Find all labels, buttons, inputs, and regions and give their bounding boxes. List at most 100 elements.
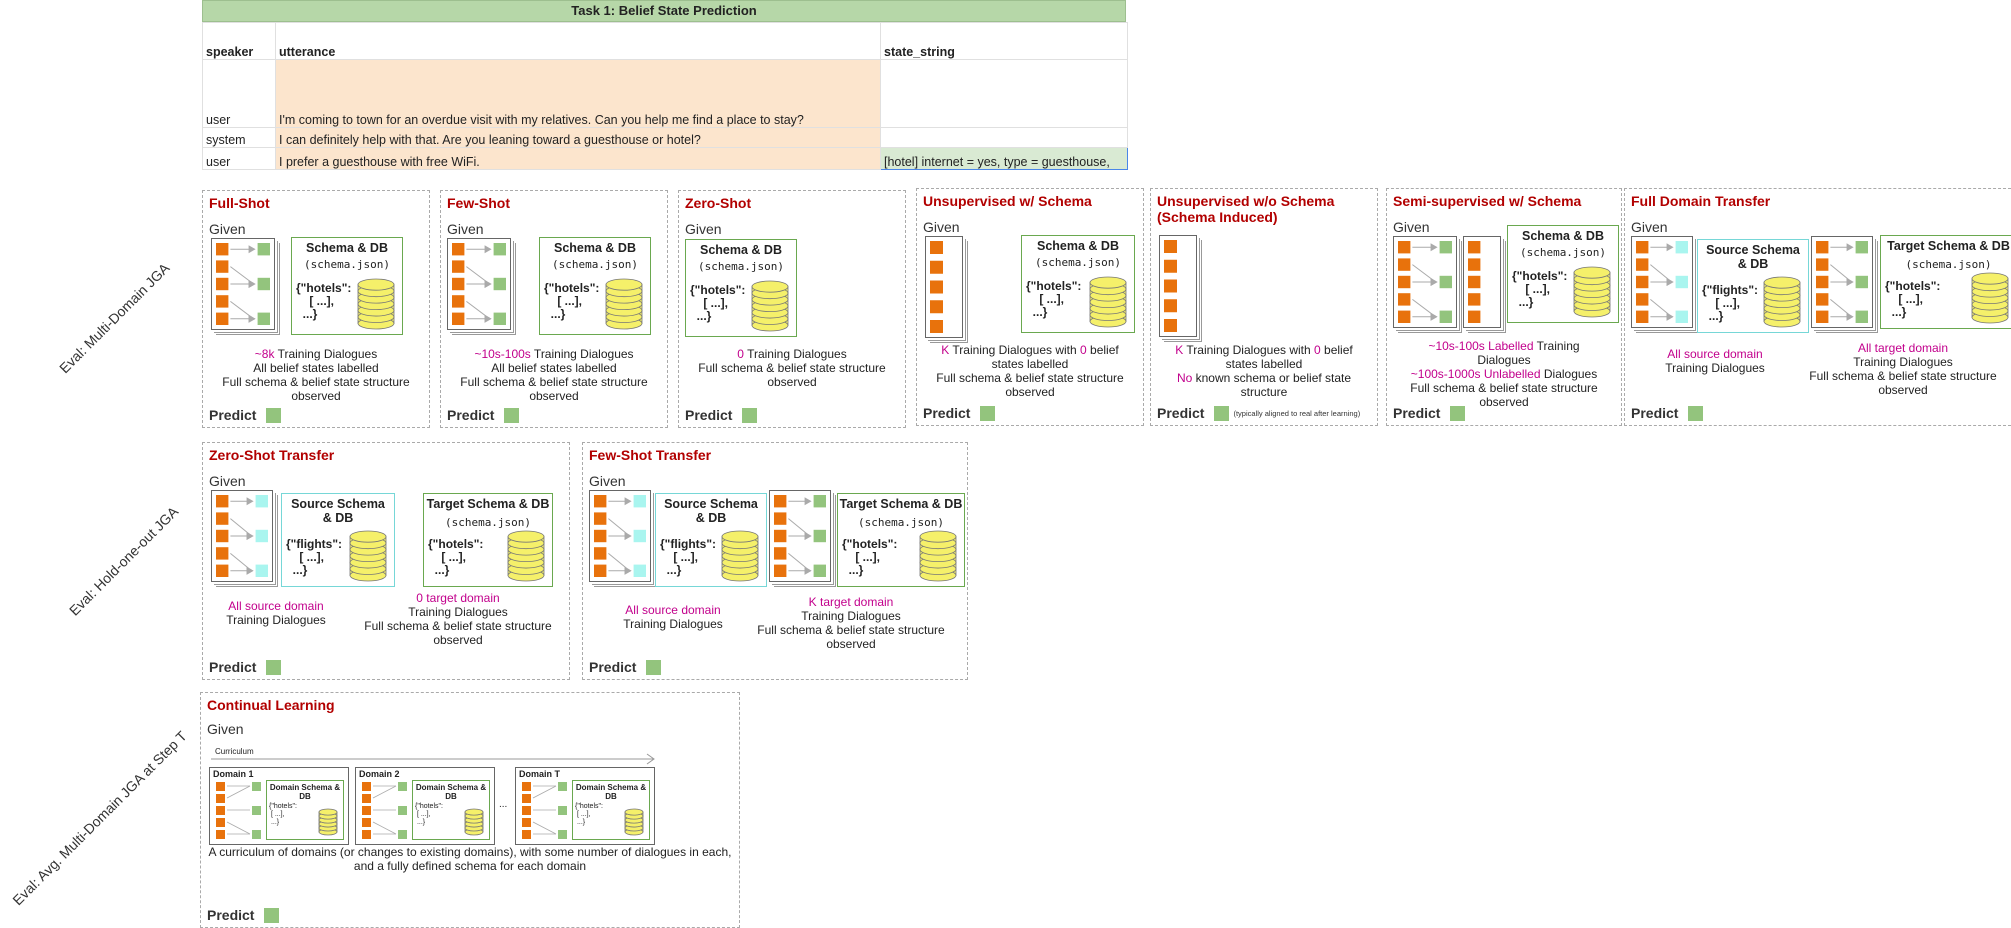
eval-label-hold-one-out: Eval: Hold-one-out JGA xyxy=(65,503,182,619)
dialogue-stack-icon xyxy=(216,782,261,839)
target-dialogue-stack-icon xyxy=(1811,236,1873,328)
continual-description: A curriculum of domains (or changes to e… xyxy=(208,845,732,873)
panel-description: ~10s-100s Labelled Training Dialogues ~1… xyxy=(1410,339,1598,409)
database-icon xyxy=(507,530,545,582)
schema-title: Source Schema & DB xyxy=(1706,243,1800,271)
row3-speaker: user xyxy=(202,147,276,170)
predict-label: Predict xyxy=(923,405,996,421)
panel-description: 0 Training Dialogues Full schema & belie… xyxy=(698,347,886,389)
target-description: K target domain Training Dialogues Full … xyxy=(757,595,945,651)
predict-label: Predict xyxy=(209,407,282,423)
schema-title: Schema & DB xyxy=(1037,239,1119,253)
predict-label: Predict xyxy=(589,659,662,675)
schema-title: Source Schema & DB xyxy=(291,497,385,525)
schema-db-box: Schema & DB (schema.json) {"hotels": [ ...… xyxy=(685,239,797,337)
panel-title: Unsupervised w/ Schema xyxy=(923,193,1092,209)
schema-code: {"hotels": [ ...], ...} xyxy=(296,281,352,321)
predict-label: Predict xyxy=(447,407,520,423)
panel-title: Unsupervised w/o Schema(Schema Induced) xyxy=(1157,193,1335,225)
target-dialogue-stack-icon xyxy=(769,490,831,582)
panel-title: Zero-Shot xyxy=(685,195,752,211)
schema-title: Target Schema & DB xyxy=(839,497,963,511)
database-icon xyxy=(605,278,643,330)
predict-square-icon xyxy=(646,659,662,675)
panel-few-shot-transfer: Few-Shot Transfer Given Source Schema & … xyxy=(582,442,968,680)
panel-title: Full-Shot xyxy=(209,195,270,211)
row2-state xyxy=(880,127,1128,148)
source-dialogue-stack-icon xyxy=(1631,236,1693,328)
row1-utterance: I'm coming to town for an overdue visit … xyxy=(275,59,881,128)
domain-schema-box: Domain Schema & DB{"hotels": [ ...], ...… xyxy=(412,780,490,840)
panel-zero-shot-transfer: Zero-Shot Transfer Given Source Schema &… xyxy=(202,442,570,680)
dialogue-stack-icon xyxy=(211,238,275,330)
domain-schema-box: Domain Schema & DB{"hotels": [ ...], ...… xyxy=(266,780,344,840)
schema-filename: (schema.json) xyxy=(1519,246,1607,259)
predict-label: Predict xyxy=(1393,405,1466,421)
panel-unsupervised-no-schema: Unsupervised w/o Schema(Schema Induced) … xyxy=(1150,188,1378,426)
dialogue-stack-icon xyxy=(1393,236,1457,328)
predict-label: Predict xyxy=(207,907,280,923)
schema-filename: (schema.json) xyxy=(1905,258,1992,271)
row3-utterance: I prefer a guesthouse with free WiFi. xyxy=(275,147,881,170)
given-label: Given xyxy=(209,221,246,237)
predict-square-icon xyxy=(1214,405,1230,421)
database-icon xyxy=(751,280,789,332)
header-state-string: state_string xyxy=(880,22,1128,60)
predict-square-icon xyxy=(266,659,282,675)
target-schema-box: Target Schema & DB(schema.json){"hotels"… xyxy=(1880,235,2011,329)
schema-filename: (schema.json) xyxy=(1034,256,1122,269)
source-dialogue-stack-icon xyxy=(589,490,651,582)
row2-speaker: system xyxy=(202,127,276,148)
predict-square-icon xyxy=(742,407,758,423)
panel-continual-learning: Continual Learning Given Curriculum Doma… xyxy=(200,692,740,928)
schema-code: {"hotels": [ ...], ...} xyxy=(428,537,484,577)
schema-title: Schema & DB xyxy=(700,243,782,257)
panel-semi-supervised: Semi-supervised w/ Schema Given Schema &… xyxy=(1386,188,1622,426)
database-icon xyxy=(1573,266,1611,318)
curriculum-ellipsis: ... xyxy=(499,799,508,810)
curriculum-domain-1: Domain 1 Domain Schema & DB{"hotels": [ … xyxy=(209,767,349,845)
source-schema-box: Source Schema & DB{"flights": [ ...], ..… xyxy=(655,493,767,587)
panel-description: ~10s-100s Training Dialogues All belief … xyxy=(460,347,648,403)
schema-db-box: Schema & DB(schema.json){"hotels": [ ...… xyxy=(291,237,403,335)
predict-square-icon xyxy=(504,407,520,423)
panel-description: ~8k Training Dialogues All belief states… xyxy=(222,347,410,403)
database-icon xyxy=(349,530,387,582)
schema-code: {"hotels": [ ...], ...} xyxy=(690,283,746,323)
schema-title: Schema & DB xyxy=(1522,229,1604,243)
row1-state xyxy=(880,59,1128,128)
source-schema-box: Source Schema & DB{"flights": [ ...], ..… xyxy=(1697,239,1809,333)
curriculum-arrow xyxy=(211,753,655,765)
predict-label: Predict xyxy=(1631,405,1704,421)
predict-square-icon xyxy=(1688,405,1704,421)
predict-label: Predict xyxy=(209,659,282,675)
panel-title: Full Domain Transfer xyxy=(1631,193,1771,209)
database-icon xyxy=(1971,272,2009,324)
target-schema-box: Target Schema & DB(schema.json){"hotels"… xyxy=(837,493,965,587)
schema-filename: (schema.json) xyxy=(697,260,785,273)
schema-title: Target Schema & DB xyxy=(1887,239,2010,253)
source-description: All source domain Training Dialogues xyxy=(226,599,326,627)
schema-filename: (schema.json) xyxy=(551,258,639,271)
schema-db-box: Schema & DB(schema.json){"hotels": [ ...… xyxy=(539,237,651,335)
predict-square-icon xyxy=(264,907,280,923)
given-label: Given xyxy=(1393,219,1430,235)
dialogue-stack-icon xyxy=(522,782,567,839)
source-description: All source domain Training Dialogues xyxy=(623,603,723,631)
predict-label: Predict(typically aligned to real after … xyxy=(1157,405,1361,421)
target-description: All target domain Training Dialogues Ful… xyxy=(1809,341,1997,397)
row3-state: [hotel] internet = yes, type = guesthous… xyxy=(880,147,1128,170)
panel-title: Zero-Shot Transfer xyxy=(209,447,335,463)
given-label: Given xyxy=(447,221,484,237)
schema-filename: (schema.json) xyxy=(857,516,945,529)
given-label: Given xyxy=(589,473,626,489)
belief-table-grid: speaker utterance state_string user I'm … xyxy=(202,22,1128,170)
predict-square-icon xyxy=(980,405,996,421)
given-label: Given xyxy=(923,219,960,235)
schema-db-box: Schema & DB(schema.json){"hotels": [ ...… xyxy=(1021,235,1135,333)
header-utterance: utterance xyxy=(275,22,881,60)
header-speaker: speaker xyxy=(202,22,276,60)
panel-title: Few-Shot xyxy=(447,195,510,211)
curriculum-label: Curriculum xyxy=(215,747,254,756)
target-description: 0 target domain Training Dialogues Full … xyxy=(364,591,552,647)
